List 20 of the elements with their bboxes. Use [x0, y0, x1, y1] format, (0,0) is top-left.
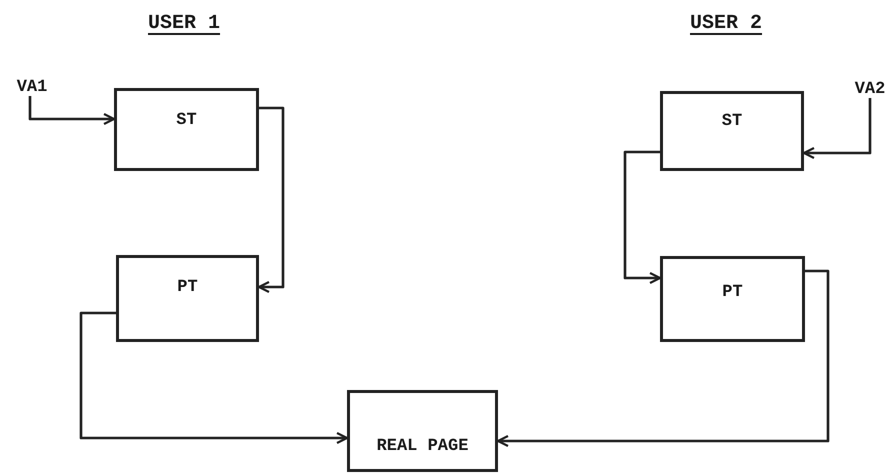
box-label: ST — [722, 112, 742, 131]
input-label: VA2 — [854, 80, 886, 98]
process-box — [660, 91, 804, 171]
box-label: PT — [722, 283, 743, 302]
arrow — [28, 96, 116, 126]
user-heading: USER 1 — [148, 12, 220, 35]
user-heading: USER 2 — [690, 12, 762, 35]
arrow — [624, 150, 662, 284]
input-label: VA1 — [16, 78, 48, 96]
arrow — [496, 270, 830, 448]
arrow — [802, 98, 872, 160]
process-box — [114, 88, 259, 171]
process-box — [660, 256, 805, 342]
arrow — [258, 106, 284, 294]
box-label: REAL PAGE — [376, 437, 468, 456]
arrow — [80, 312, 348, 444]
process-box — [116, 255, 259, 342]
box-label: PT — [177, 278, 198, 297]
process-box — [347, 390, 498, 472]
box-label: ST — [176, 111, 197, 130]
